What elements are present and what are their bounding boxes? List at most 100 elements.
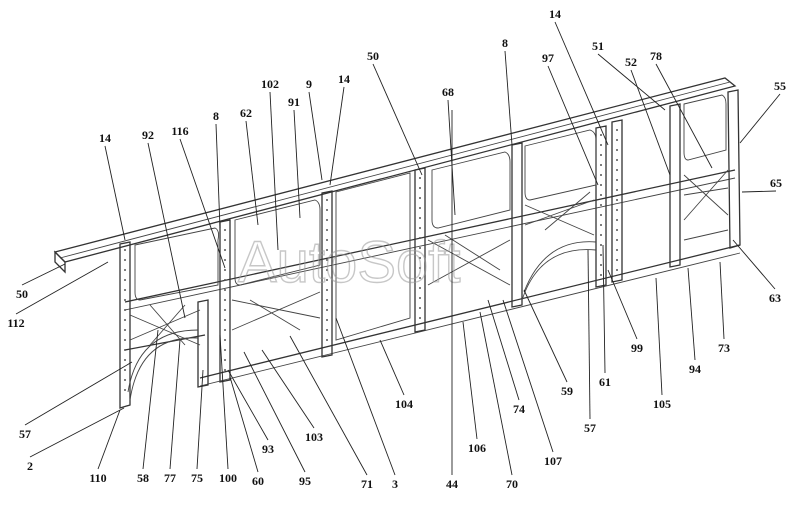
leader-line-2: [29, 407, 125, 458]
callout-label-75: 75: [191, 471, 203, 485]
callout-label-110: 110: [89, 471, 106, 485]
rivet-dot: [124, 309, 126, 311]
callout-label-116: 116: [171, 124, 188, 138]
callout-label-103: 103: [305, 430, 323, 444]
watermark-text: AutoSoft: [238, 230, 460, 295]
leader-line-59: [523, 289, 568, 383]
callout-label-55: 55: [774, 79, 786, 93]
rivet-dot: [600, 244, 602, 246]
rivet-dot: [600, 154, 602, 156]
rivet-dot: [224, 339, 226, 341]
callout-label-14: 14: [99, 131, 111, 145]
rivet-dot: [326, 289, 328, 291]
rivet-dot: [419, 217, 421, 219]
leader-line-61: [602, 244, 606, 374]
rivet-dot: [124, 349, 126, 351]
leader-line-105: [655, 277, 663, 396]
rivet-dot: [124, 289, 126, 291]
rivet-dot: [124, 369, 126, 371]
leader-line-68: [447, 99, 456, 216]
callout-label-58: 58: [137, 471, 149, 485]
rivet-dot: [124, 389, 126, 391]
leader-line-92: [147, 142, 186, 319]
leader-line-14: [554, 21, 609, 146]
rivet-dot: [600, 174, 602, 176]
callout-label-57: 57: [19, 427, 31, 441]
callout-label-106: 106: [468, 441, 486, 455]
callout-label-99: 99: [631, 341, 643, 355]
rivet-dot: [224, 239, 226, 241]
rivet-dot: [600, 184, 602, 186]
rivet-dot: [600, 264, 602, 266]
leader-line-75: [196, 369, 204, 470]
callout-label-51: 51: [592, 39, 604, 53]
rivet-dot: [124, 259, 126, 261]
rivet-dot: [224, 369, 226, 371]
rivet-dot: [600, 234, 602, 236]
rivet-dot: [600, 164, 602, 166]
leader-line-65: [741, 190, 777, 193]
rivet-dot: [124, 269, 126, 271]
callout-label-62: 62: [240, 106, 252, 120]
rivet-dot: [224, 319, 226, 321]
callout-label-104: 104: [395, 397, 413, 411]
rivet-dot: [419, 237, 421, 239]
rivet-dot: [419, 207, 421, 209]
rivet-dot: [600, 144, 602, 146]
leader-line-8: [215, 123, 221, 229]
rivet-dot: [124, 299, 126, 301]
rivet-dot: [616, 209, 618, 211]
rivet-dot: [600, 134, 602, 136]
callout-label-92: 92: [142, 128, 154, 142]
rivet-dot: [419, 317, 421, 319]
rivet-dot: [326, 319, 328, 321]
leader-line-57: [24, 361, 133, 426]
rivet-dot: [616, 199, 618, 201]
rivet-dot: [124, 379, 126, 381]
callout-label-112: 112: [7, 316, 24, 330]
leader-line-73: [719, 261, 725, 340]
leader-line-94: [687, 267, 696, 361]
callout-leaders: [15, 21, 781, 476]
rivet-dot: [419, 267, 421, 269]
rivet-dot: [419, 227, 421, 229]
rivet-dot: [419, 257, 421, 259]
rivet-dot: [616, 129, 618, 131]
callout-label-50: 50: [16, 287, 28, 301]
callout-label-105: 105: [653, 397, 671, 411]
rivet-dot: [224, 309, 226, 311]
rivet-dot: [419, 197, 421, 199]
callout-label-44: 44: [446, 477, 458, 491]
window-openings: [134, 94, 727, 341]
leader-line-50: [372, 63, 423, 176]
leader-line-55: [739, 93, 781, 144]
rivet-dot: [124, 339, 126, 341]
rivet-dot: [326, 199, 328, 201]
callout-label-50: 50: [367, 49, 379, 63]
rivet-dot: [616, 269, 618, 271]
rivet-dot: [224, 279, 226, 281]
leader-line-50: [21, 263, 66, 286]
leader-line-14: [329, 86, 345, 186]
leader-line-110: [97, 409, 121, 470]
leader-line-9: [308, 91, 323, 181]
leader-line-14: [104, 145, 126, 241]
rivet-dot: [419, 187, 421, 189]
callout-label-60: 60: [252, 474, 264, 488]
callout-label-14: 14: [338, 72, 350, 86]
callout-label-95: 95: [299, 474, 311, 488]
rivet-dot: [326, 269, 328, 271]
leader-line-78: [655, 63, 713, 169]
callout-label-70: 70: [506, 477, 518, 491]
leader-line-58: [142, 329, 159, 470]
leader-line-107: [502, 299, 554, 453]
callout-label-93: 93: [262, 442, 274, 456]
rivet-dots: [124, 129, 618, 391]
leader-line-71: [289, 335, 368, 476]
leader-line-51: [597, 53, 666, 111]
rivet-dot: [326, 209, 328, 211]
leader-line-74: [487, 299, 520, 401]
callout-label-73: 73: [718, 341, 730, 355]
